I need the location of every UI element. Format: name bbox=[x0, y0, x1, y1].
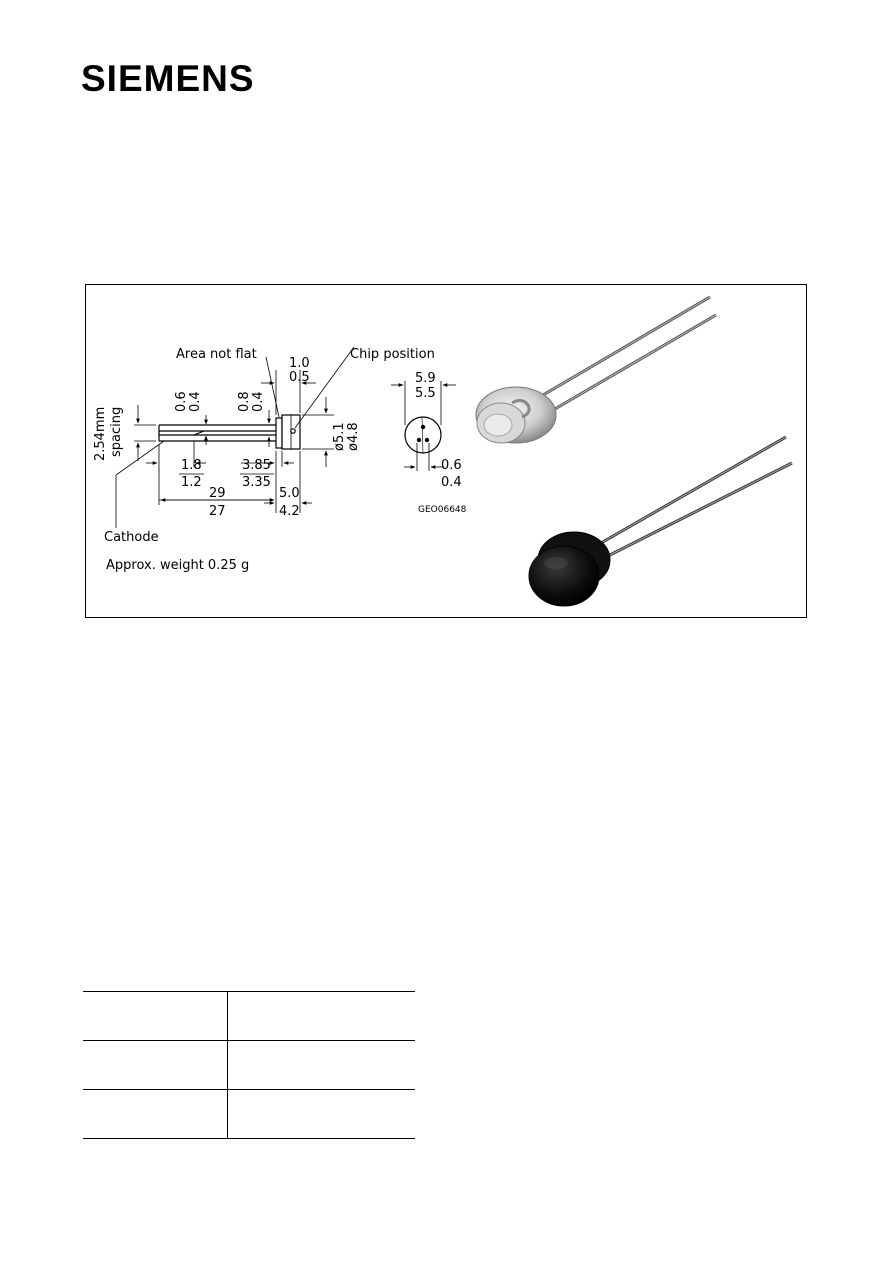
spacing-value-label: 2.54mm bbox=[93, 407, 108, 461]
table-row-divider bbox=[83, 1040, 415, 1041]
dark-led-photo bbox=[528, 435, 793, 607]
siemens-logo: SIEMENS bbox=[81, 58, 255, 99]
dim-29: 29 bbox=[209, 486, 226, 501]
dim-1-2: 1.2 bbox=[181, 475, 202, 490]
dim-0-4-pin: 0.4 bbox=[441, 475, 462, 490]
front-view-dimensions bbox=[391, 381, 456, 471]
dim-5-9: 5.9 bbox=[415, 371, 436, 386]
table-bottom-rule bbox=[83, 1138, 415, 1139]
side-view-dimensions bbox=[115, 346, 355, 528]
cathode-label: Cathode bbox=[104, 530, 159, 545]
dim-0-4-lead: 0.4 bbox=[188, 391, 203, 412]
dim-1-0: 1.0 bbox=[289, 356, 310, 371]
dim-5-5: 5.5 bbox=[415, 386, 436, 401]
chip-position-label: Chip position bbox=[350, 347, 435, 362]
side-view-outline bbox=[158, 414, 301, 450]
dim-phi-5-1: ø5.1 bbox=[332, 422, 347, 451]
package-figure: Area not flat Chip position 1.0 0.5 0.6 … bbox=[85, 284, 807, 618]
drawing-code-label: GEO06648 bbox=[418, 505, 467, 515]
weight-label: Approx. weight 0.25 g bbox=[106, 558, 249, 573]
dim-4-2: 4.2 bbox=[279, 504, 300, 519]
dim-0-4-body: 0.4 bbox=[251, 391, 266, 412]
dim-0-8: 0.8 bbox=[237, 391, 252, 412]
table-top-rule bbox=[83, 991, 415, 992]
dim-27: 27 bbox=[209, 504, 226, 519]
table-row-divider bbox=[83, 1089, 415, 1090]
dim-5-0: 5.0 bbox=[279, 486, 300, 501]
dim-3-35: 3.35 bbox=[242, 475, 271, 490]
dim-0-6-lead: 0.6 bbox=[174, 391, 189, 412]
clear-led-photo bbox=[475, 295, 717, 444]
table-column-divider bbox=[227, 991, 228, 1139]
dim-1-8: 1.8 bbox=[181, 458, 202, 473]
package-drawing: Area not flat Chip position 1.0 0.5 0.6 … bbox=[93, 295, 793, 607]
ordering-table bbox=[83, 991, 415, 1139]
area-not-flat-label: Area not flat bbox=[176, 347, 257, 362]
front-view-outline bbox=[404, 416, 442, 454]
dim-3-85: 3.85 bbox=[242, 458, 271, 473]
dim-0-5-top: 0.5 bbox=[289, 370, 310, 385]
dim-phi-4-8: ø4.8 bbox=[346, 422, 361, 451]
dim-0-6-pin: 0.6 bbox=[441, 458, 462, 473]
spacing-word-label: spacing bbox=[109, 407, 124, 457]
